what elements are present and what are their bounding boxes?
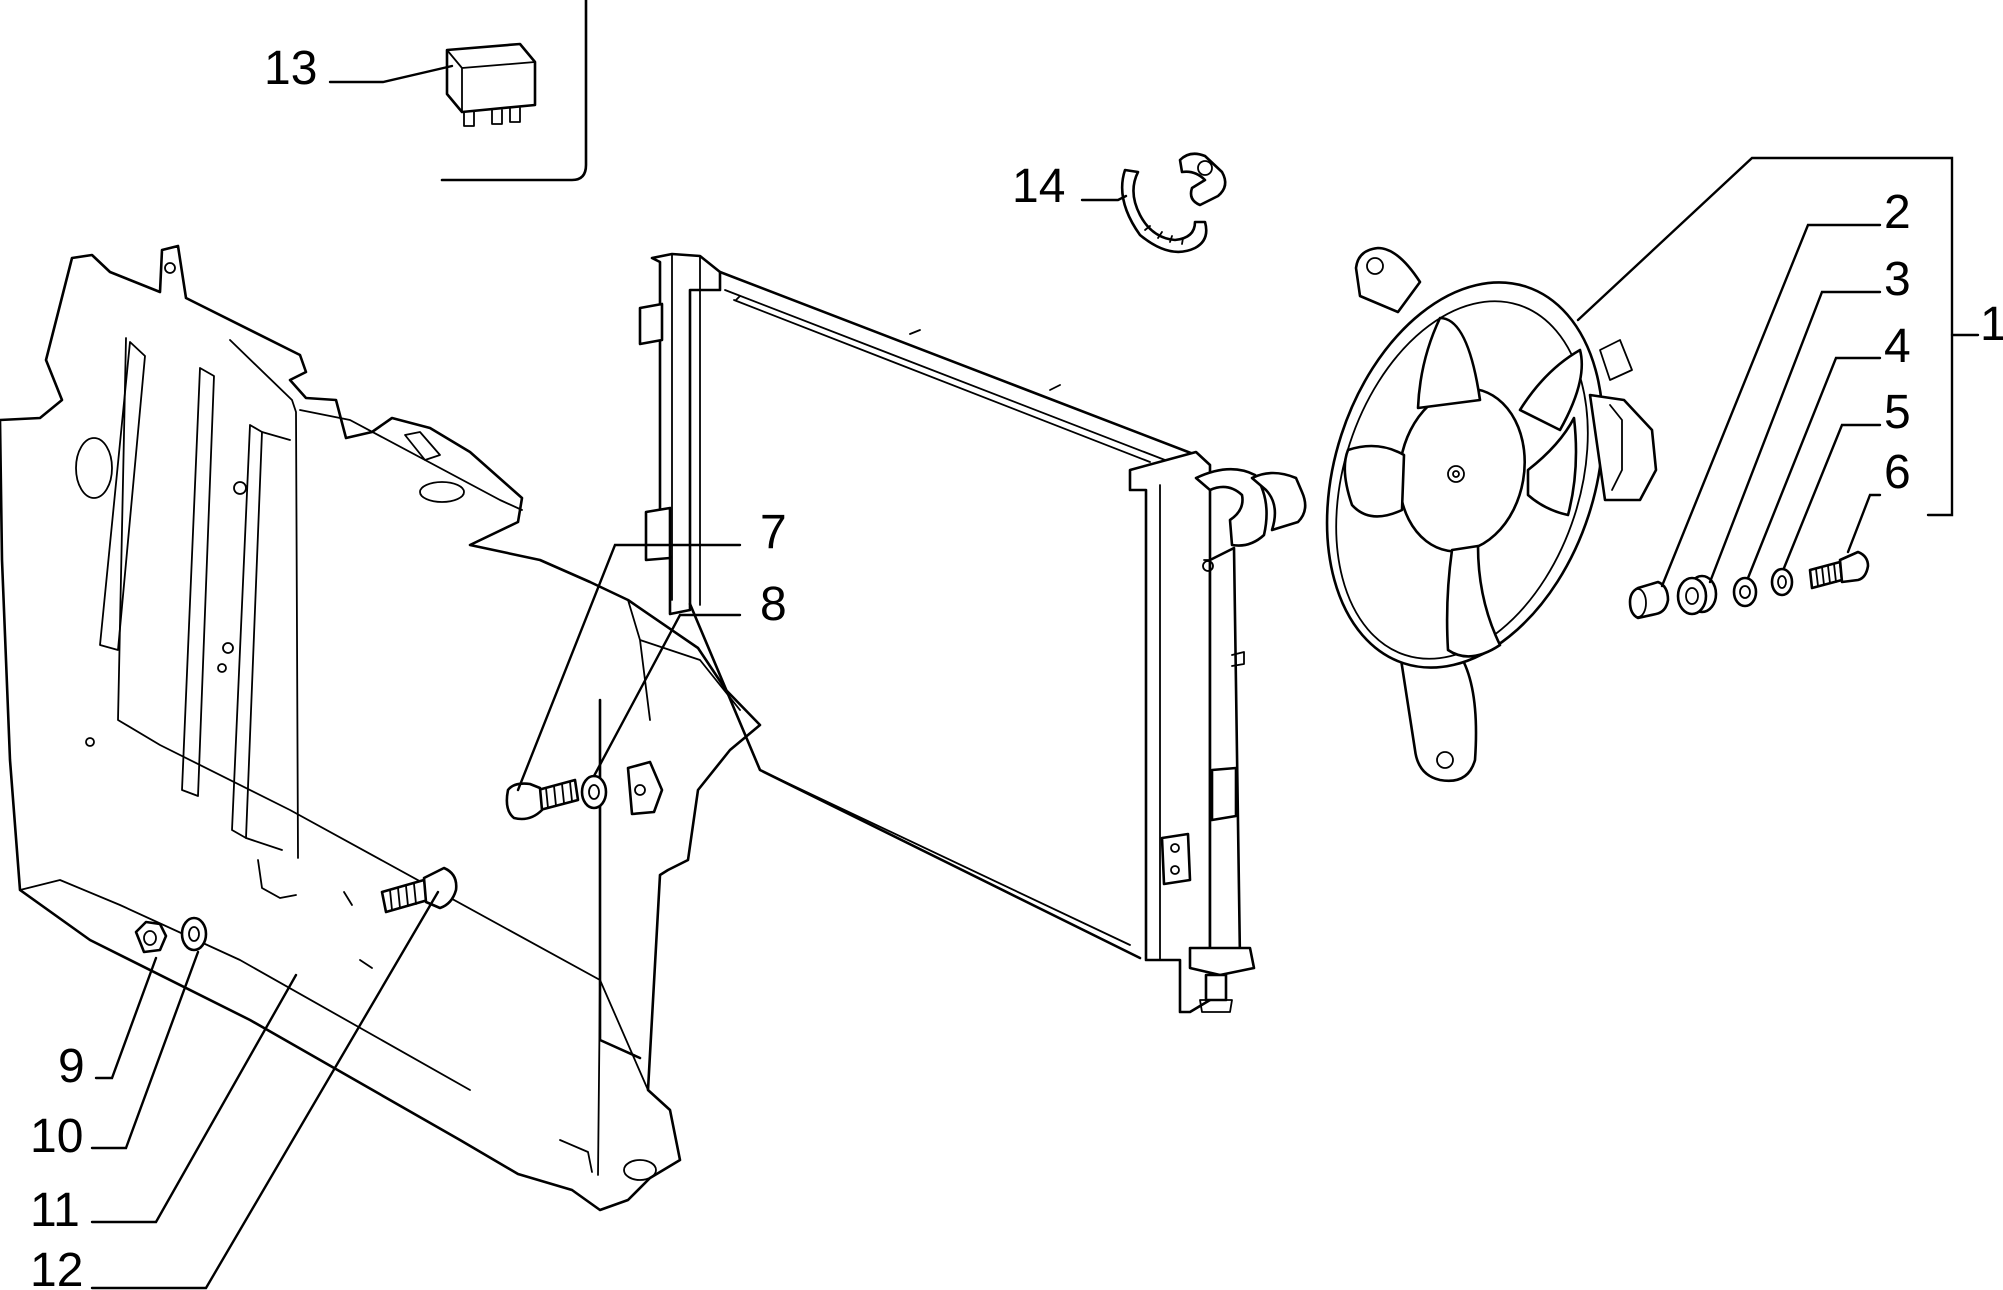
callout-3: 3 xyxy=(1884,253,1911,306)
fan-shroud-part xyxy=(0,244,762,1212)
callout-8: 8 xyxy=(760,578,787,631)
callout-9: 9 xyxy=(58,1040,85,1093)
callout-numbers: 13 14 1 2 3 4 5 6 7 8 9 10 11 12 xyxy=(30,42,2003,1290)
electric-fan-part xyxy=(1325,246,1658,783)
washer-part xyxy=(1732,576,1758,608)
callout-12: 12 xyxy=(30,1244,83,1290)
callout-4: 4 xyxy=(1884,320,1911,373)
radiator-part xyxy=(638,252,1307,1014)
callout-10: 10 xyxy=(30,1110,83,1163)
shroud-bolt-part xyxy=(505,778,580,821)
callout-6: 6 xyxy=(1884,446,1911,499)
callout-13: 13 xyxy=(264,42,317,95)
callout-14: 14 xyxy=(1012,160,1065,213)
lower-washer-part xyxy=(180,916,208,952)
lower-bolt-part xyxy=(380,866,458,914)
shroud-washer-part xyxy=(580,774,608,810)
callout-2: 2 xyxy=(1884,186,1911,239)
rubber-grommet-part xyxy=(1676,574,1718,616)
relay-inset-frame xyxy=(440,0,588,182)
relay-part xyxy=(445,42,537,127)
fan-bolt-part xyxy=(1808,550,1870,590)
spacer-part xyxy=(1628,580,1670,620)
hose-clip-part xyxy=(1120,152,1227,254)
spring-washer-part xyxy=(1770,567,1794,597)
nut-part xyxy=(134,920,168,954)
callout-11: 11 xyxy=(30,1184,80,1237)
callout-1: 1 xyxy=(1980,298,2003,351)
leader-lines xyxy=(90,64,1980,1290)
callout-5: 5 xyxy=(1884,386,1911,439)
callout-7: 7 xyxy=(760,506,787,559)
